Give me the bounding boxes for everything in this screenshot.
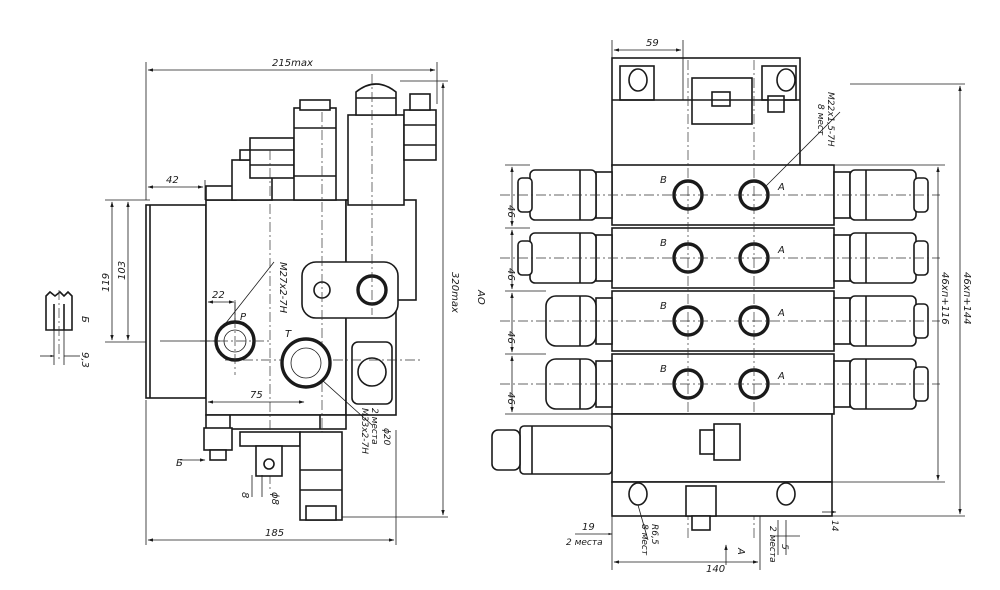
view-label-ao: АО	[475, 289, 486, 305]
dim-46-row-1: 46	[505, 205, 516, 218]
dim-8-label: 8	[239, 492, 250, 498]
inset-9-3-label: 9,3	[79, 352, 90, 368]
section-3-a-label: А	[777, 308, 785, 319]
dim-46-row-2: 46	[505, 268, 516, 281]
dim-103-label: 103	[117, 261, 128, 280]
left-solenoids	[517, 169, 597, 410]
top-cartridge	[293, 107, 337, 201]
detail-b-inset: Б 9,3	[40, 290, 90, 368]
arrow-b-label: Б	[176, 458, 183, 469]
dim-46-row-4: 46	[505, 392, 516, 405]
dim-103-119: 103 119	[101, 199, 215, 343]
dim-width-max: 215max	[145, 58, 438, 200]
dim-75-label: 75	[250, 390, 263, 401]
dim-total-stack-label: 46хп+116	[939, 272, 950, 325]
right-front-view: 59	[491, 38, 972, 575]
r6-5-label: R6,5	[649, 524, 659, 545]
t-thread-label: M33x2-7H	[359, 408, 369, 454]
dim-42: 42	[147, 175, 206, 200]
p-thread-label: M27x2-7H	[277, 262, 288, 314]
section-2-b-label: В	[660, 238, 667, 249]
dim-5-count: 2 места	[767, 526, 777, 563]
dim-total-stack2-label: 46хп+144	[961, 272, 972, 325]
dim-185: 185	[145, 400, 397, 545]
phi8-label: ϕ8	[269, 492, 280, 505]
p-port-label: P	[240, 312, 247, 323]
t-port	[280, 337, 332, 389]
dim-119-label: 119	[101, 273, 112, 292]
section-1-a-label: А	[777, 182, 785, 193]
dim-14-label: 14	[829, 520, 839, 532]
dim-46-row-3: 46	[505, 331, 516, 344]
section-4-b-label: В	[660, 364, 667, 375]
t-port-label: T	[285, 329, 292, 340]
dim-height-max: 320max	[340, 80, 460, 518]
base-plate	[611, 481, 833, 517]
section-2-a-label: А	[777, 245, 785, 256]
dim-total-stack: 46хп+116 46хп+144	[800, 83, 972, 517]
solenoid-body	[347, 114, 405, 206]
inset-b-label: Б	[79, 316, 90, 323]
dim-75: 75	[207, 390, 305, 404]
left-side-view: 215max 42 103 119	[40, 58, 486, 545]
solenoid-cap	[355, 83, 397, 116]
dim-22-label: 22	[212, 290, 225, 301]
dim-5-label: 5	[779, 544, 789, 550]
work-port-thread-count: 8 мест	[815, 104, 825, 136]
bottom-solenoid	[519, 425, 613, 475]
dim-140-label: 140	[706, 564, 725, 575]
section-1-b-label: В	[660, 175, 667, 186]
phi20-label: ϕ20	[381, 428, 391, 446]
r6-5-count: 8 мест	[639, 524, 649, 556]
rear-plate	[145, 204, 207, 399]
section-3-b-label: В	[660, 301, 667, 312]
dim-width-max-label: 215max	[272, 58, 313, 69]
dim-height-max-label: 320max	[449, 272, 460, 313]
connector	[403, 109, 437, 161]
dim-19-label: 19	[582, 522, 595, 533]
right-solenoids	[849, 169, 929, 410]
dim-59-label: 59	[646, 38, 659, 49]
work-port-thread-label: M22x1,5-7H	[825, 92, 835, 147]
section-4-a-label: А	[777, 371, 785, 382]
dim-59: 59	[611, 38, 684, 100]
dim-42-label: 42	[166, 175, 179, 186]
dim-46-rows: 46 46 46 46	[505, 164, 612, 415]
view-arrow-a: А	[735, 547, 746, 555]
t-thread-count: 2 места	[369, 408, 379, 445]
dim-185-label: 185	[265, 528, 284, 539]
valve-section-2	[595, 227, 851, 289]
dim-19-count: 2 места	[566, 538, 603, 548]
